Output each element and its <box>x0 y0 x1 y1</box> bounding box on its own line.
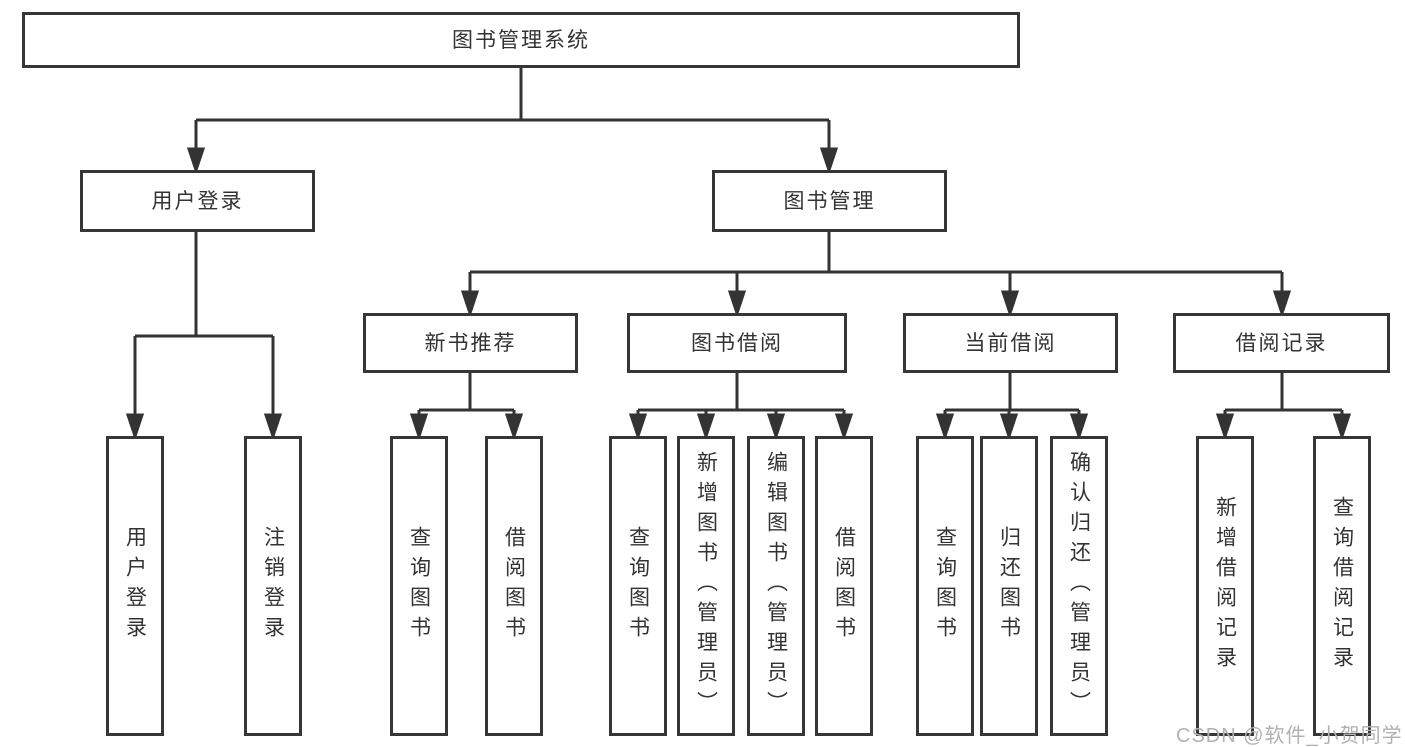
connector-root-to-level2 <box>186 68 839 175</box>
connector-borrowing-records-to-leaves <box>1215 373 1352 441</box>
csdn-watermark: CSDN @软件_小贺同学 <box>1176 725 1403 747</box>
leaf-br-add-record: 新增借阅记录 <box>1196 436 1254 736</box>
leaf-cb-return-books: 归还图书 <box>980 436 1038 736</box>
leaf-bb-add-books-admin: 新增图书（管理员） <box>677 436 735 736</box>
connector-user-login-to-leaves <box>125 232 283 441</box>
node-root-library-system: 图书管理系统 <box>22 12 1020 68</box>
node-borrowing-records: 借阅记录 <box>1173 313 1390 373</box>
node-book-borrowing: 图书借阅 <box>627 313 847 373</box>
leaf-bb-query-books: 查询图书 <box>609 436 667 736</box>
node-book-management: 图书管理 <box>712 170 947 232</box>
connector-new-book-recommend-to-leaves <box>409 373 524 441</box>
leaf-nb-borrow-books: 借阅图书 <box>485 436 543 736</box>
leaf-nb-query-books: 查询图书 <box>390 436 448 736</box>
leaf-user-login: 用户登录 <box>106 436 164 736</box>
connector-book-borrowing-to-leaves <box>628 373 854 441</box>
node-user-login: 用户登录 <box>80 170 315 232</box>
leaf-bb-borrow-books: 借阅图书 <box>815 436 873 736</box>
connector-book-management-to-level3 <box>460 232 1292 318</box>
leaf-logout: 注销登录 <box>244 436 302 736</box>
node-current-borrowing: 当前借阅 <box>903 313 1118 373</box>
connector-current-borrowing-to-leaves <box>935 373 1089 441</box>
leaf-br-query-record: 查询借阅记录 <box>1313 436 1371 736</box>
leaf-cb-query-books: 查询图书 <box>916 436 974 736</box>
leaf-cb-confirm-return-admin: 确认归还（管理员） <box>1050 436 1108 736</box>
leaf-bb-edit-books-admin: 编辑图书（管理员） <box>747 436 805 736</box>
node-new-book-recommend: 新书推荐 <box>363 313 578 373</box>
